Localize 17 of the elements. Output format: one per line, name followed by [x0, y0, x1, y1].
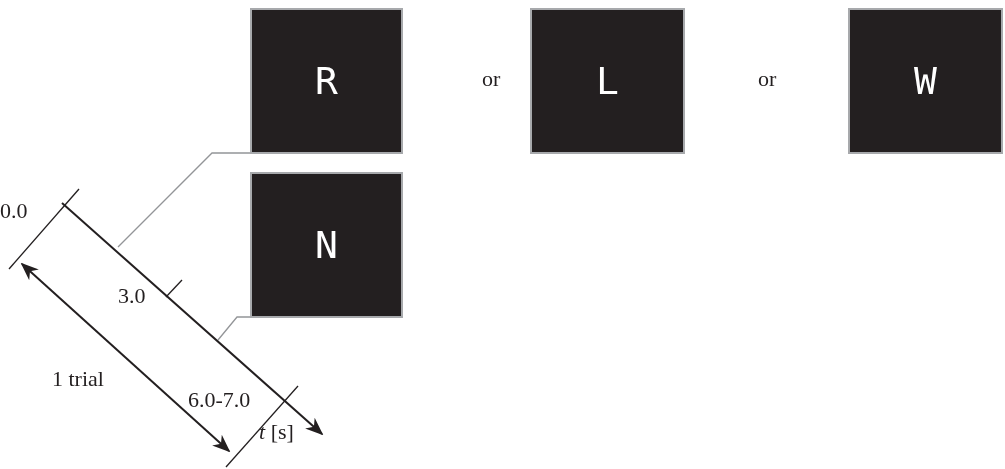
dimension-label: 1 trial: [52, 368, 104, 390]
tick-label: 3.0: [118, 285, 146, 307]
stimulus-screen: [530, 8, 685, 154]
conjunction-text: or: [758, 68, 777, 90]
stimulus-screen: [848, 8, 1003, 154]
stimulus-letter: L: [595, 62, 620, 100]
tick-label: 6.0-7.0: [188, 389, 251, 411]
tick-label: 0.0: [0, 200, 28, 222]
leader-line: [217, 316, 251, 341]
stimulus-letter: W: [913, 62, 938, 100]
conjunction-text: or: [482, 68, 501, 90]
axis-label: t [s]: [259, 421, 294, 443]
stimulus-screen: [250, 172, 403, 318]
stimulus-letter: R: [314, 62, 339, 100]
stimulus-letter: N: [314, 226, 339, 264]
leader-line: [117, 152, 251, 248]
stimulus-screen: [250, 8, 403, 154]
